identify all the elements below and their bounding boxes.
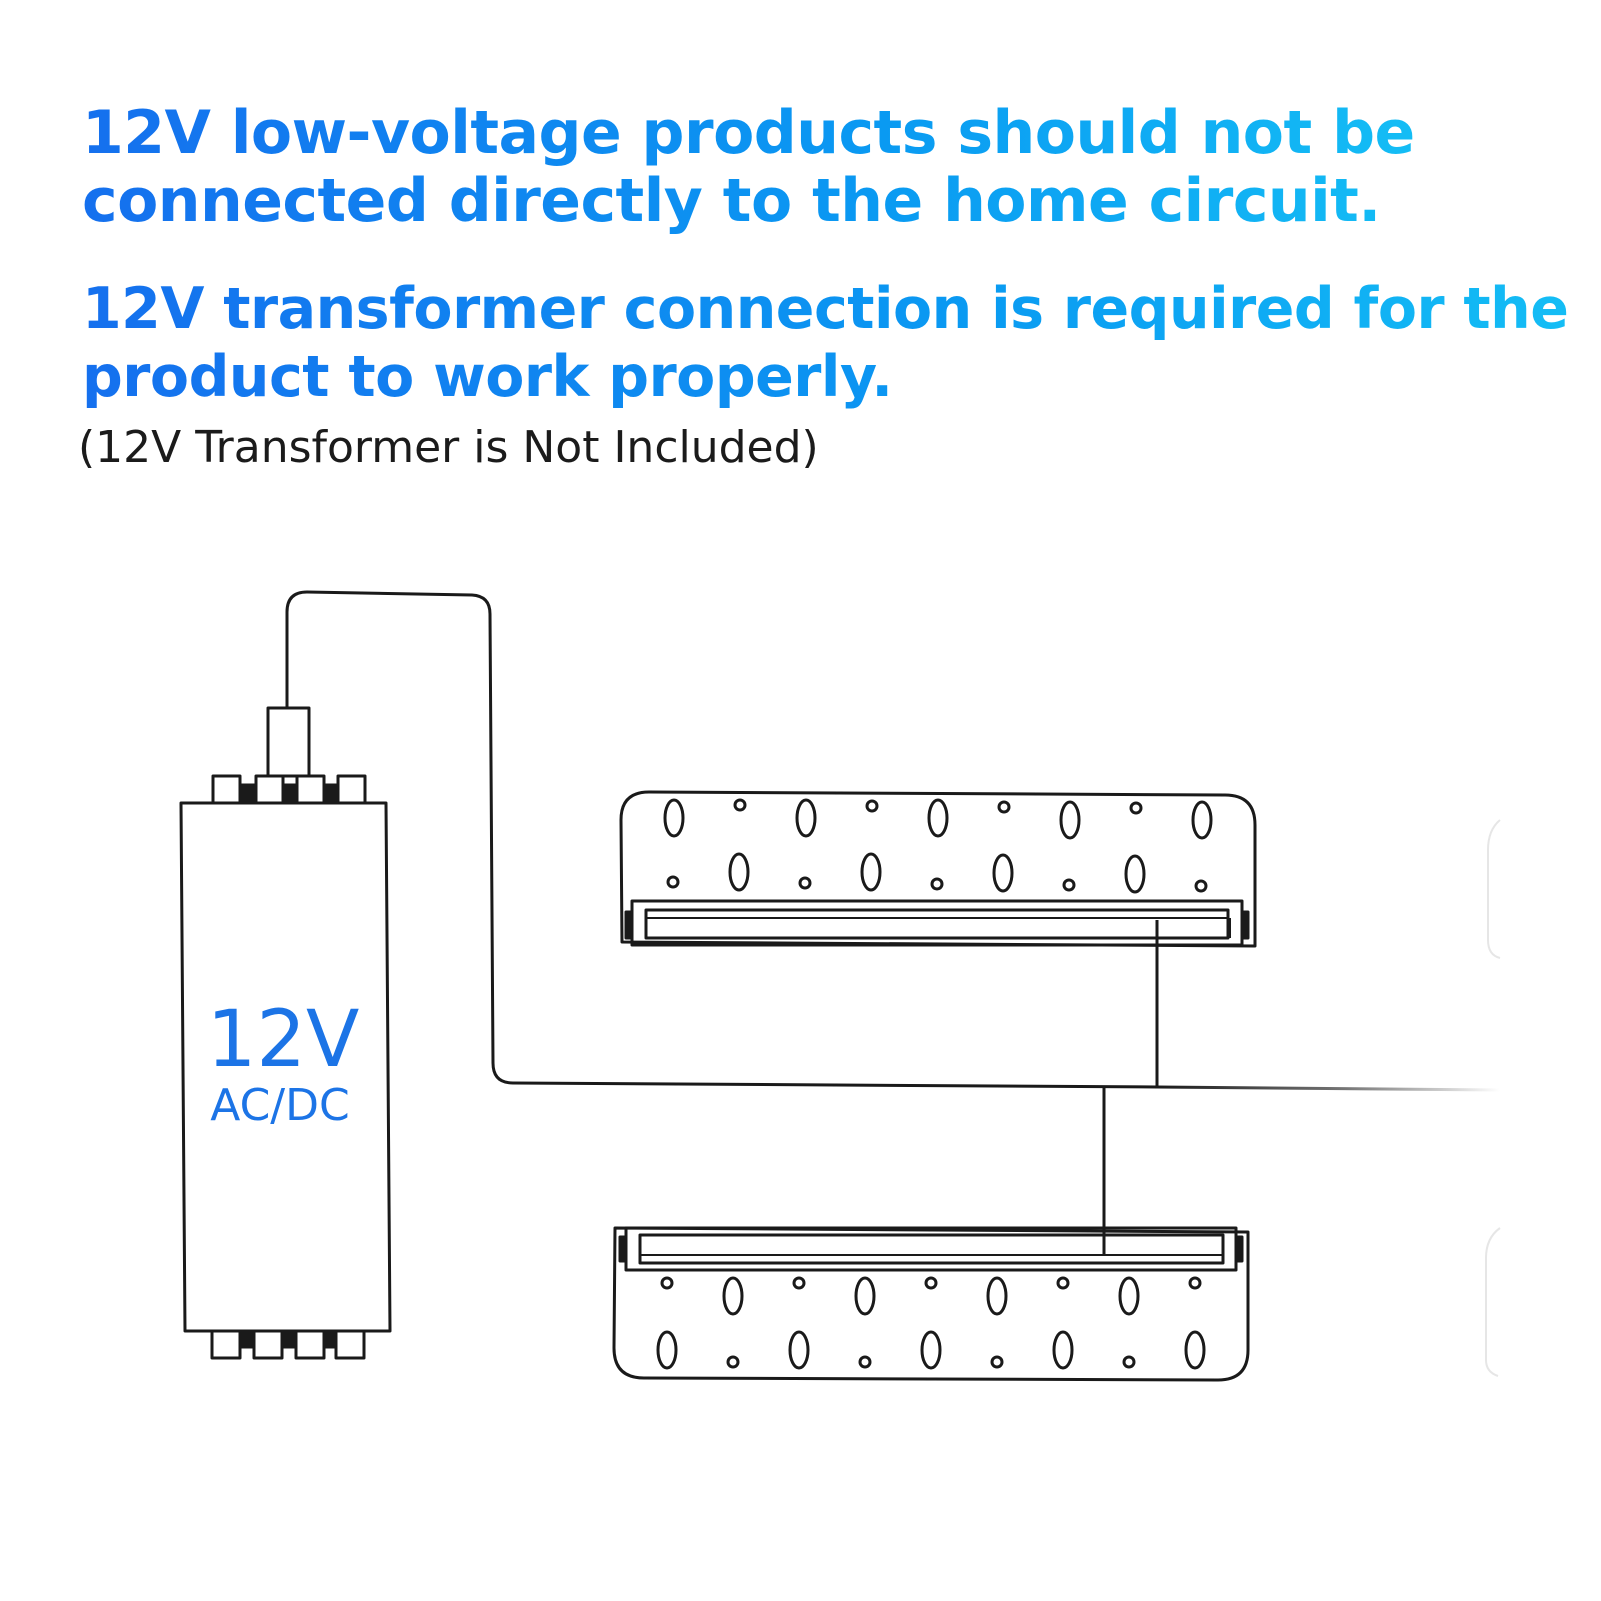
- transformer-plug: [266, 706, 311, 778]
- bottom-bar-holes: [656, 1276, 1206, 1370]
- wire-fade-right: [1156, 1085, 1501, 1092]
- transformer-voltage-label: 12V: [207, 995, 360, 1085]
- transformer-type-label: AC/DC: [210, 1080, 349, 1131]
- top-bar-holes: [663, 798, 1213, 894]
- transformer: [179, 706, 392, 1360]
- main-wire: [285, 590, 1158, 1089]
- transformer-body: [179, 801, 392, 1333]
- transformer-top-terminals: [211, 774, 367, 805]
- transformer-bottom-terminals: [210, 1329, 366, 1360]
- light-bar-top: [619, 790, 1257, 948]
- transformer-not-included-note: (12V Transformer is Not Included): [78, 422, 819, 473]
- ghost-fixture-bottom: [1485, 1227, 1501, 1377]
- ghost-fixture-top: [1487, 819, 1501, 959]
- light-bar-bottom: [612, 1226, 1250, 1382]
